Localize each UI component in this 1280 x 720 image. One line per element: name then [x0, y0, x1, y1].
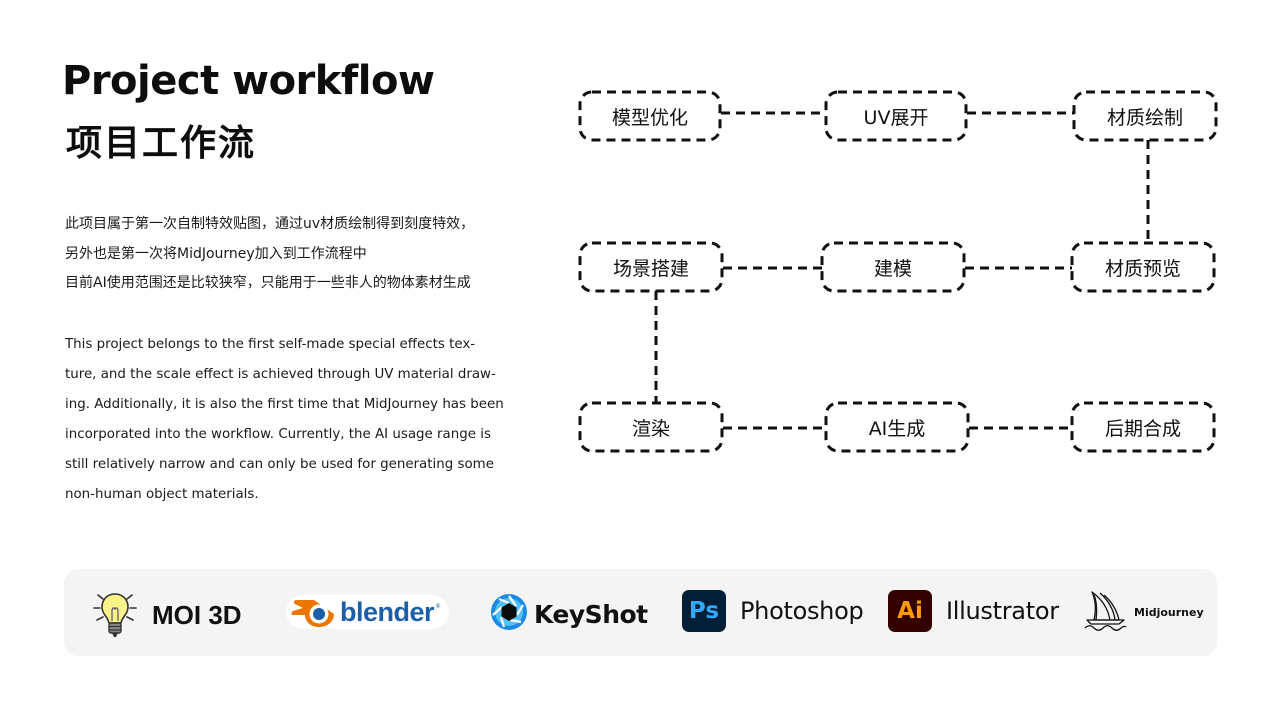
tool-moi3d: MOI 3D — [92, 587, 242, 643]
description-en-line: incorporated into the workflow. Currentl… — [65, 427, 491, 442]
tool-name: Midjourney — [1134, 605, 1204, 619]
tools-strip: MOI 3D blender ® — [64, 569, 1217, 656]
description-zh: 此项目属于第一次自制特效贴图，通过uv材质绘制得到刻度特效， 另外也是第一次将M… — [65, 210, 525, 299]
description-zh-line: 目前AI使用范围还是比较狭窄，只能用于一些非人的物体素材生成 — [65, 275, 471, 291]
illustrator-icon: Ai — [888, 590, 932, 632]
description-en-line: ing. Additionally, it is also the first … — [65, 397, 504, 412]
photoshop-icon: Ps — [682, 590, 726, 632]
tool-name: MOI 3D — [152, 599, 242, 630]
description-en-line: non-human object materials. — [65, 487, 259, 502]
workflow-node-modeling[interactable]: 建模 — [873, 257, 912, 280]
blender-logo-icon — [290, 592, 338, 632]
blender-logo: blender ® — [286, 592, 450, 632]
workflow-node-ai-generation[interactable]: AI生成 — [868, 417, 926, 440]
description-en: This project belongs to the first self-m… — [65, 330, 505, 510]
page-title-zh: 项目工作流 — [66, 123, 257, 164]
tool-name: Photoshop — [740, 597, 864, 625]
tool-photoshop: Ps Photoshop — [682, 590, 864, 632]
lightbulb-icon — [92, 587, 138, 643]
tool-illustrator: Ai Illustrator — [888, 590, 1059, 632]
registered-mark-icon: ® — [435, 603, 442, 610]
description-en-line: ture, and the scale effect is achieved t… — [65, 367, 496, 382]
tool-blender: blender ® — [286, 592, 450, 632]
tool-midjourney: Midjourney — [1082, 589, 1204, 635]
description-en-line: still relatively narrow and can only be … — [65, 457, 494, 472]
workflow-node-model-optimization[interactable]: 模型优化 — [611, 106, 688, 129]
description-zh-line: 此项目属于第一次自制特效贴图，通过uv材质绘制得到刻度特效， — [65, 216, 475, 232]
workflow-node-scene-building[interactable]: 场景搭建 — [612, 257, 689, 280]
tool-name: Illustrator — [946, 597, 1059, 625]
workflow-node-material-preview[interactable]: 材质预览 — [1104, 257, 1181, 280]
workflow-node-uv-unwrap[interactable]: UV展开 — [863, 106, 929, 129]
workflow-node-post-compositing[interactable]: 后期合成 — [1104, 417, 1181, 440]
tool-name: KeyShot — [534, 599, 648, 629]
tool-keyshot: KeyShot — [490, 593, 648, 635]
tool-name: blender — [340, 596, 435, 627]
workflow-node-material-painting[interactable]: 材质绘制 — [1106, 106, 1183, 129]
description-zh-line: 另外也是第一次将MidJourney加入到工作流程中 — [65, 245, 367, 262]
sailboat-icon — [1082, 589, 1128, 635]
description-en-line: This project belongs to the first self-m… — [65, 337, 476, 352]
keyshot-aperture-icon — [490, 593, 528, 635]
page-title-en: Project workflow — [62, 58, 435, 104]
workflow-node-rendering[interactable]: 渲染 — [631, 417, 670, 440]
